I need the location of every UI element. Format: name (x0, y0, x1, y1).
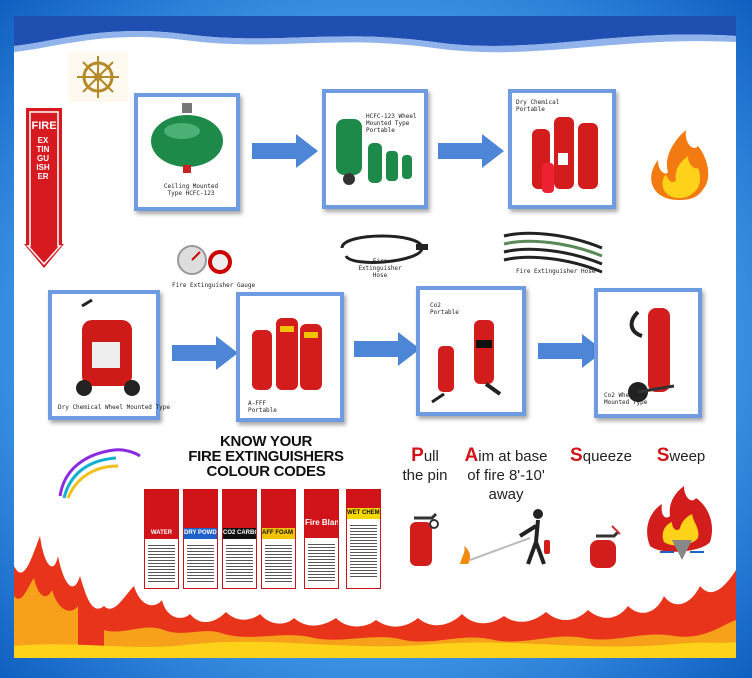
arrow-right-5 (538, 334, 604, 368)
caption-afff: A-FFF Portable (248, 400, 277, 414)
pass-sweep: Sweep (646, 446, 716, 466)
dry-chemical-image (532, 117, 598, 193)
gauge-label: Fire Extinguisher Gauge (172, 282, 256, 289)
arrow-right-3 (172, 336, 238, 370)
hose-image-2 (503, 231, 603, 274)
poster-panel: FIRE EXTINGUISHER Ceiling Mounted Type H… (14, 16, 736, 658)
aim-rest: im at base (478, 448, 548, 465)
dry-chemical-wheel-image (76, 298, 140, 396)
pull-letter: P (411, 445, 424, 466)
arrow-right-1 (252, 134, 318, 168)
pull-line2: the pin (402, 467, 448, 484)
caption-ceiling: Ceiling Mounted Type HCFC-123 (163, 183, 219, 197)
afff-image (252, 318, 322, 390)
pull-pin-image (410, 512, 439, 566)
bottom-flames (14, 536, 736, 658)
code-sign-foam: AFF FOAM SPRAY (261, 489, 296, 589)
code-sign-dry-powder: DRY POWDER (183, 489, 218, 589)
pull-rest: ull (423, 448, 439, 465)
card-co2: Co2 Portable (416, 286, 526, 416)
sweep-letter: S (656, 445, 670, 466)
code-label-co2: CO2 CARBON DIOXIDE (223, 528, 256, 539)
pass-aim: Aim at base of fire 8'-10' away (456, 446, 556, 504)
squeeze-image (590, 525, 621, 568)
code-label-fire-blanket: Fire Blanket (305, 508, 338, 538)
squeeze-letter: S (570, 445, 583, 466)
hose-image-1 (340, 234, 428, 264)
card-dry-chemical: Dry Chemical Portable (508, 89, 616, 209)
card-afff: A-FFF Portable (236, 292, 344, 422)
code-sign-fire-blanket: Fire Blanket (304, 489, 339, 589)
sweep-flame-image (647, 486, 713, 560)
caption-dry-chemical: Dry Chemical Portable (516, 99, 560, 113)
co2-wheel-image (628, 308, 675, 402)
co2-image (431, 320, 502, 404)
hcfc-wheel-image (336, 119, 412, 185)
heading-line3: COLOUR CODES (206, 463, 326, 480)
hose-label-1: Fire Extinguisher Hose (358, 258, 402, 279)
aim-person-image (460, 509, 550, 565)
hose-label-2: Fire Extinguisher Hose (516, 268, 596, 275)
gauge-image (177, 245, 232, 275)
heading-line1: KNOW YOUR (219, 433, 313, 450)
card-hcfc-wheel: HCFC-123 Wheel Mounted Type Portable (322, 89, 428, 209)
pass-pull: Pull the pin (390, 446, 460, 485)
heading-line2: FIRE EXTINGUISHERS (188, 448, 344, 465)
code-sign-wet-chemical: WET CHEMICAL (346, 489, 381, 589)
squeeze-rest: queeze (582, 448, 632, 465)
code-label-dry-powder: DRY POWDER (184, 528, 217, 539)
fire-extinguisher-sign (24, 108, 64, 268)
code-sign-co2: CO2 CARBON DIOXIDE (222, 489, 257, 589)
arrow-right-4 (354, 332, 420, 366)
code-sign-water: WATER (144, 489, 179, 589)
caption-co2: Co2 Portable (430, 302, 459, 316)
flame-icon (651, 130, 709, 200)
ceiling-extinguisher-image (151, 103, 223, 173)
card-co2-wheel: Co2 Wheel Mounted Type (594, 288, 702, 418)
sign-fire-text: FIRE (31, 120, 57, 132)
aim-line2: of fire 8'-10' (467, 467, 545, 484)
sign-word-text: EXTINGUISHER (36, 136, 50, 181)
code-label-foam: AFF FOAM SPRAY (262, 528, 295, 539)
caption-dry-chemical-wheel: Dry Chemical Wheel Mounted Type (58, 404, 170, 411)
card-dry-chemical-wheel: Dry Chemical Wheel Mounted Type (48, 290, 170, 420)
card-ceiling-mounted: Ceiling Mounted Type HCFC-123 (134, 93, 240, 211)
caption-co2-wheel: Co2 Wheel Mounted Type (604, 392, 648, 406)
caption-hcfc-wheel: HCFC-123 Wheel Mounted Type Portable (366, 113, 417, 134)
aim-line3: away (488, 486, 524, 503)
colour-codes-heading: KNOW YOUR FIRE EXTINGUISHERS COLOUR CODE… (172, 434, 360, 479)
code-label-water: WATER (145, 528, 178, 539)
code-label-wet-chemical: WET CHEMICAL (347, 508, 380, 519)
sweep-rest: weep (669, 448, 706, 465)
aim-letter: A (464, 445, 479, 466)
ship-wheel-logo (68, 52, 128, 102)
pass-squeeze: Squeeze (566, 446, 636, 466)
swirl-decoration (58, 448, 141, 499)
arrow-right-2 (438, 134, 504, 168)
top-wave (14, 16, 736, 53)
